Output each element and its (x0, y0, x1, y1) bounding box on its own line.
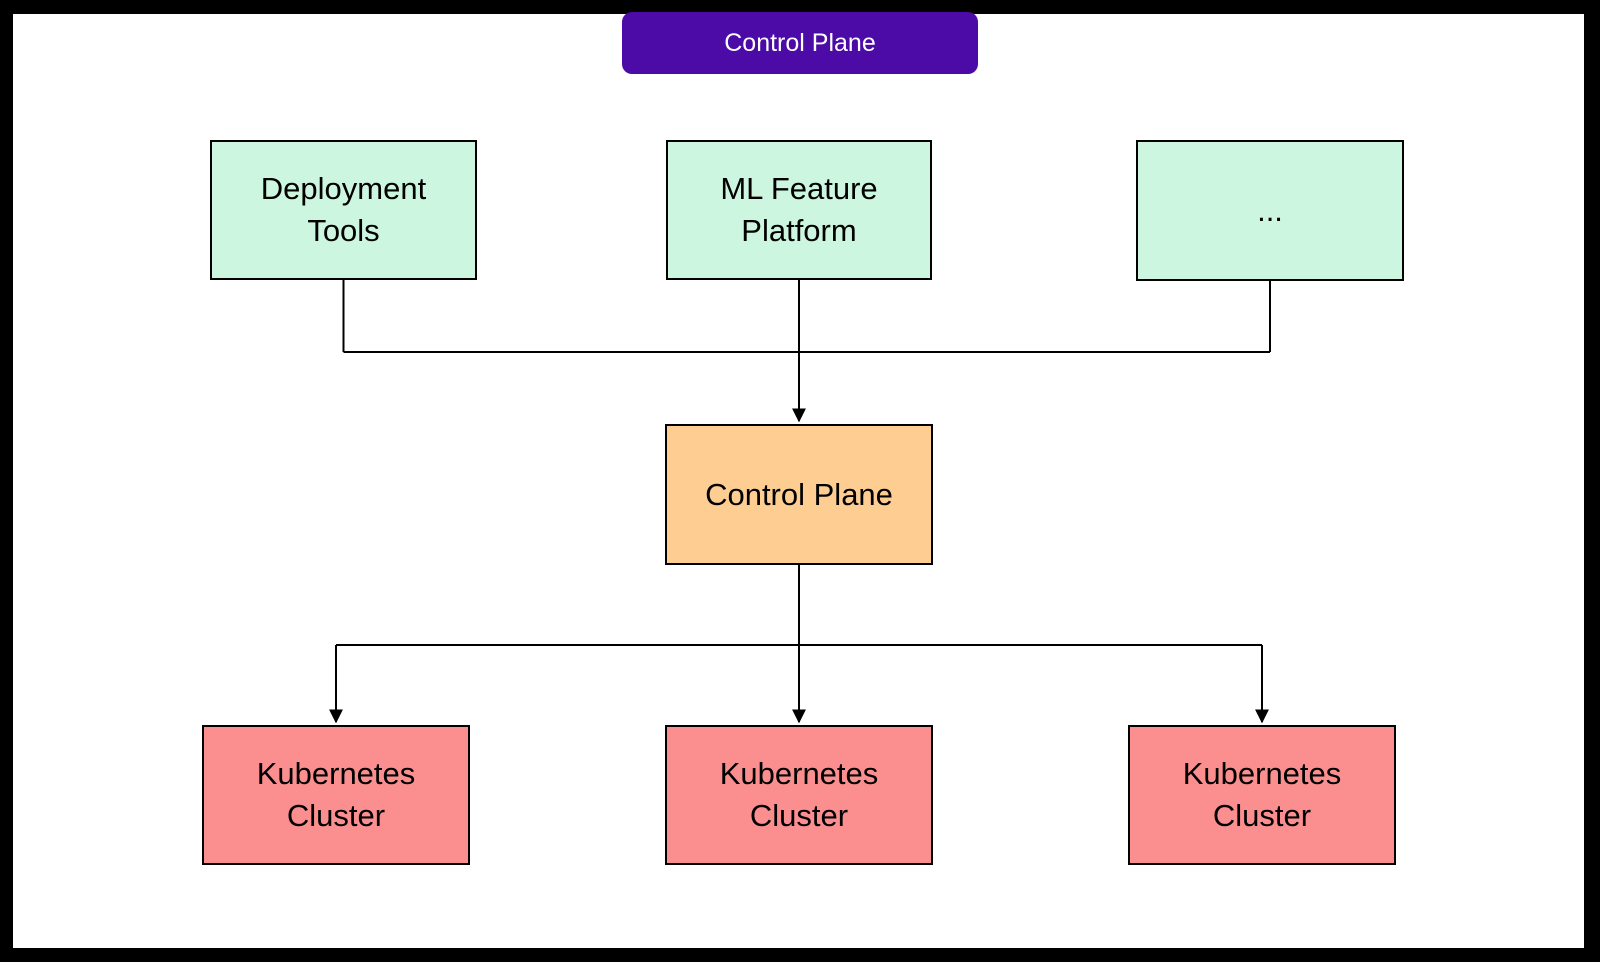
node-kubernetes-cluster-2: Kubernetes Cluster (665, 725, 933, 865)
diagram-title-label: Control Plane (724, 28, 876, 57)
diagram-title-banner: Control Plane (622, 12, 978, 74)
node-label-line: ... (1257, 192, 1283, 228)
node-label-line: Cluster (286, 798, 386, 833)
node-label-line: Cluster (749, 798, 849, 833)
node-label-line: Deployment (260, 171, 427, 206)
node-label-line: Cluster (1212, 798, 1312, 833)
node-kubernetes-cluster-1: Kubernetes Cluster (202, 725, 470, 865)
node-label-line: Kubernetes (1182, 756, 1342, 791)
node-label-line: ML Feature (720, 171, 878, 206)
node-label-line: Platform (741, 213, 857, 248)
node-label-line: Tools (307, 213, 380, 248)
node-control-plane: Control Plane (665, 424, 933, 565)
node-ellipsis: ... (1136, 140, 1404, 281)
node-label-line: Kubernetes (256, 756, 416, 791)
node-label-line: Kubernetes (719, 756, 879, 791)
node-deployment-tools: Deployment Tools (210, 140, 477, 280)
node-kubernetes-cluster-3: Kubernetes Cluster (1128, 725, 1396, 865)
node-ml-feature-platform: ML Feature Platform (666, 140, 932, 280)
node-label-line: Control Plane (705, 476, 893, 512)
